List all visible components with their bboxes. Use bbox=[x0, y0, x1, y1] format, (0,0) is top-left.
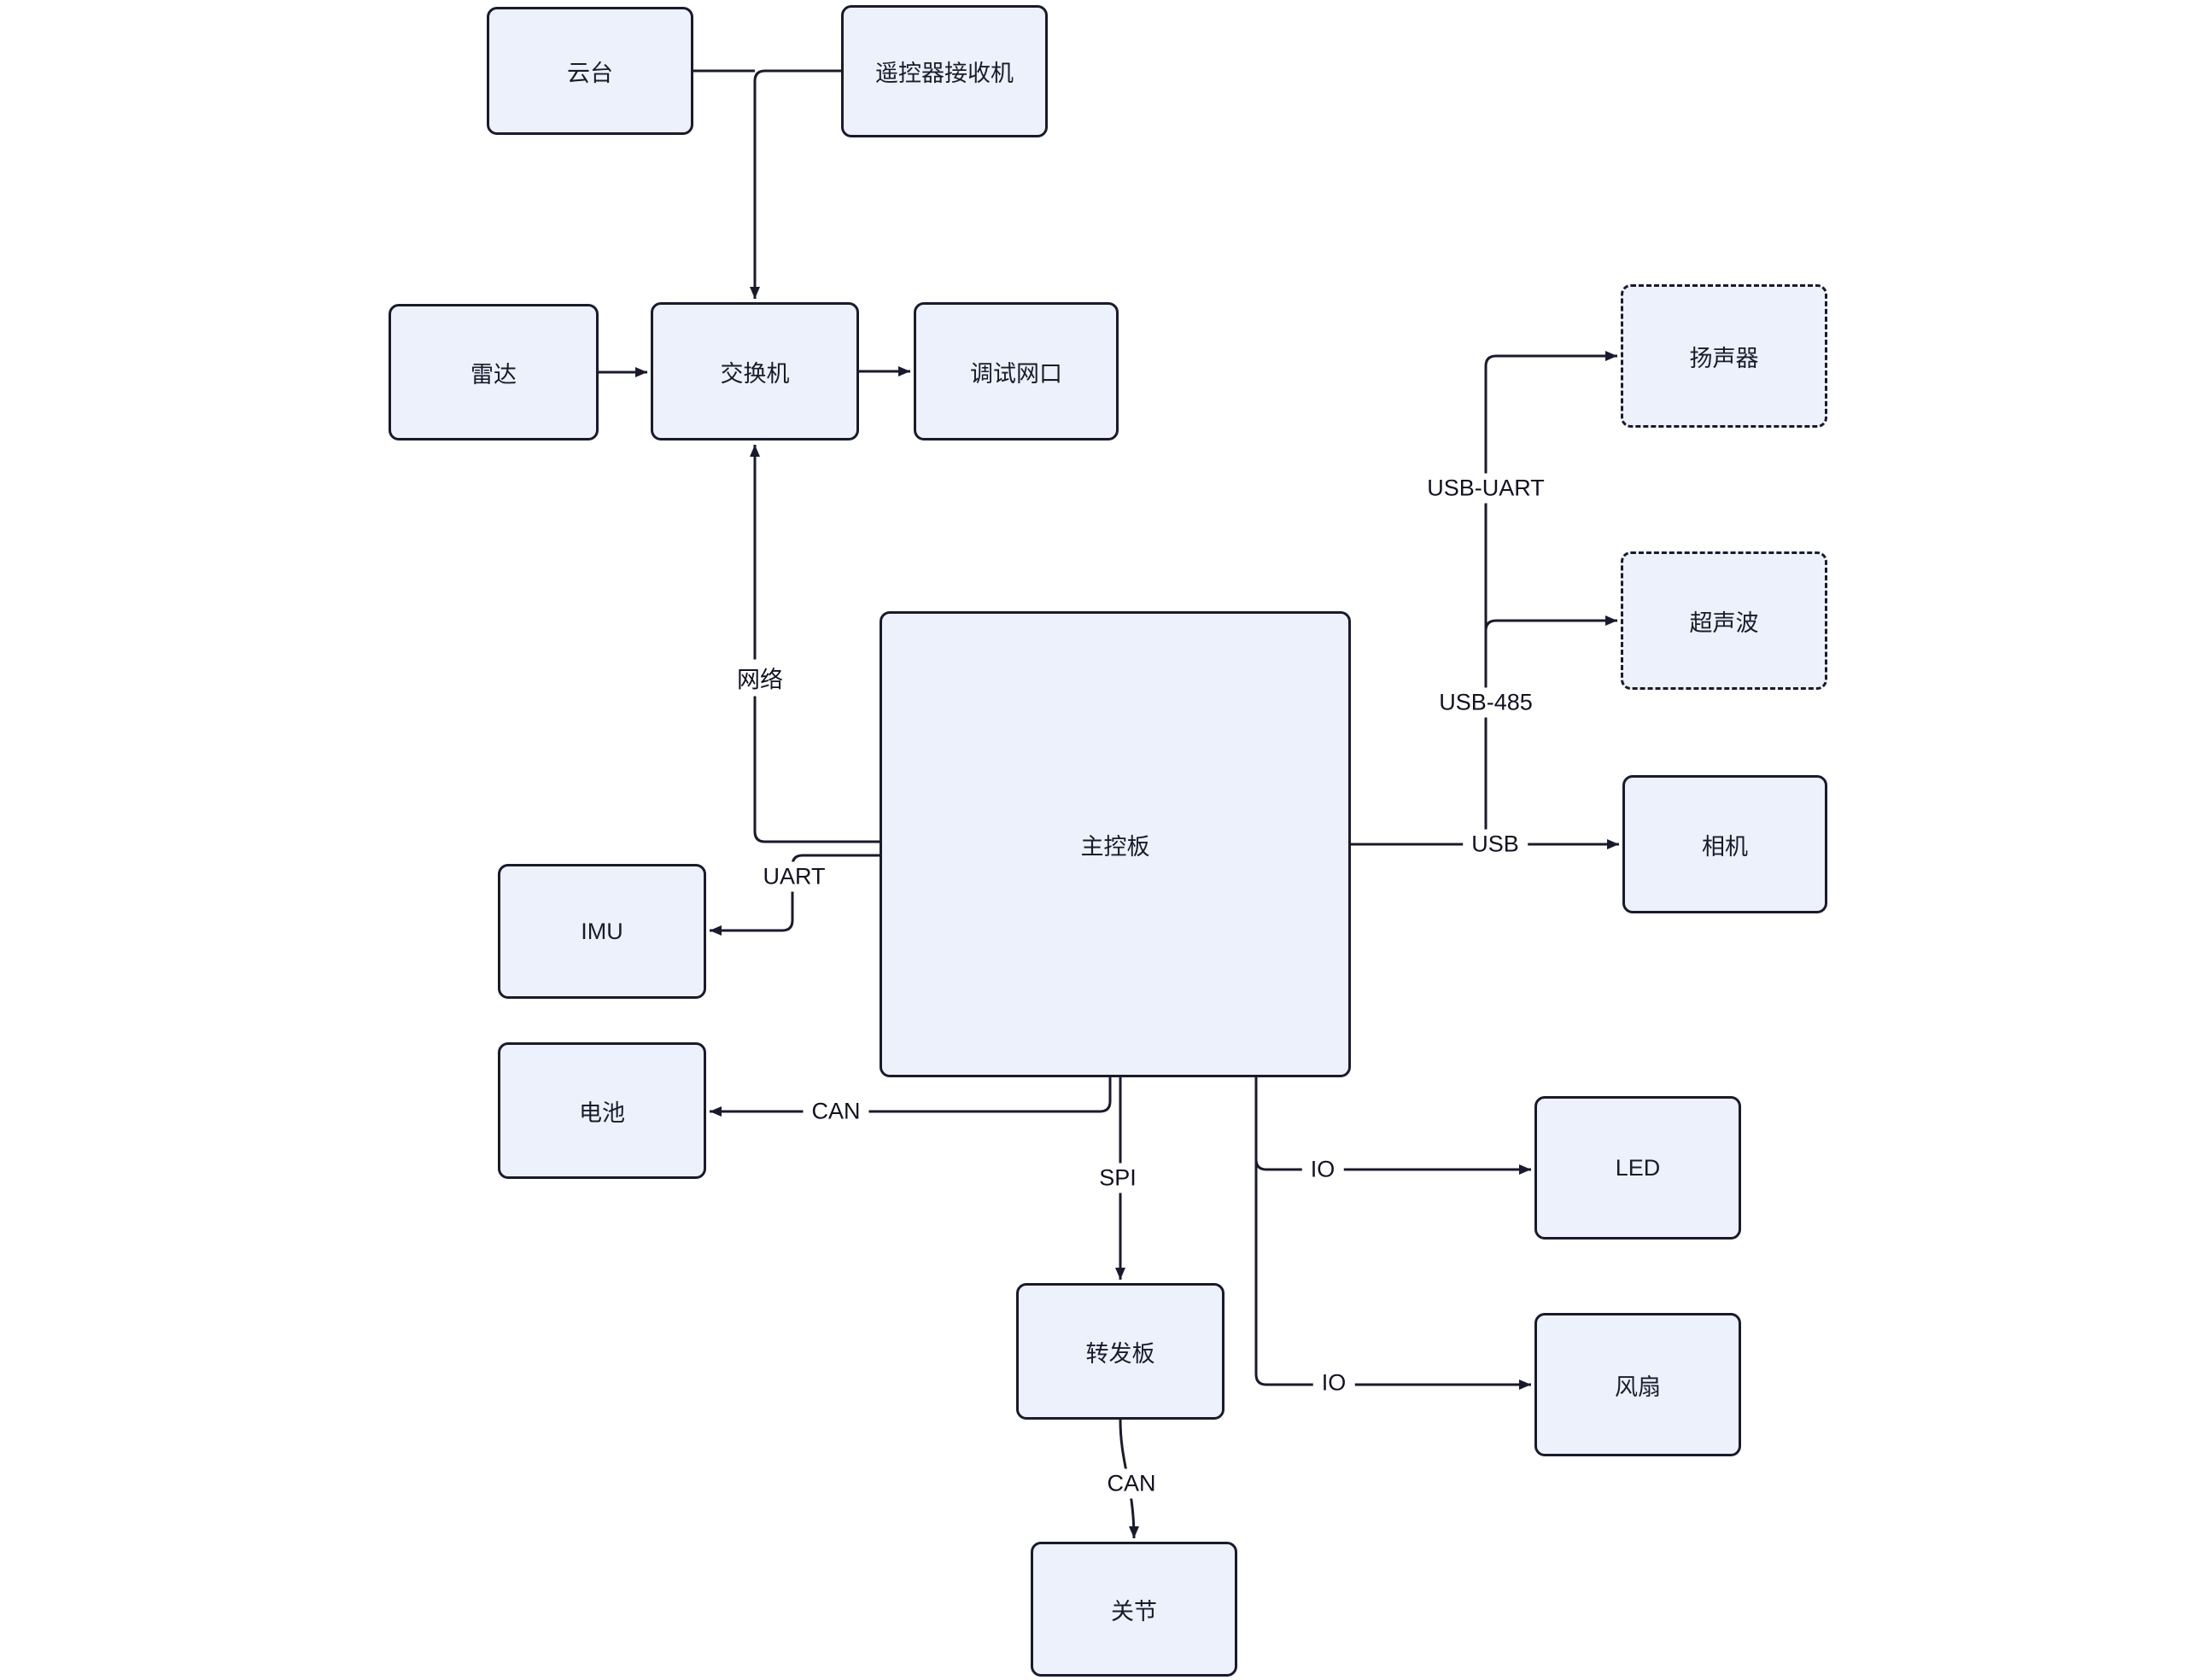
node-fan-label: 风扇 bbox=[1615, 1374, 1661, 1400]
edge-label-can-battery: CAN bbox=[803, 1096, 869, 1127]
node-switch: 交换机 bbox=[651, 302, 859, 440]
edge-main-board-led bbox=[1254, 1077, 1531, 1175]
node-ultrasonic-label: 超声波 bbox=[1689, 610, 1759, 636]
edge-label-usb-uart: USB-UART bbox=[1418, 473, 1553, 504]
node-fan: 风扇 bbox=[1534, 1313, 1741, 1456]
node-led: LED bbox=[1534, 1096, 1741, 1240]
edge-rc-receiver-switch bbox=[750, 69, 841, 299]
edge-main-board-fan bbox=[1254, 1077, 1531, 1390]
node-joint: 关节 bbox=[1031, 1542, 1237, 1677]
node-joint-label: 关节 bbox=[1111, 1598, 1157, 1625]
edge-label-io-fan: IO bbox=[1312, 1368, 1355, 1398]
edge-label-network: 网络 bbox=[728, 659, 792, 697]
node-gimbal-label: 云台 bbox=[567, 60, 613, 86]
edge-label-can-joint: CAN bbox=[1098, 1468, 1165, 1499]
node-gimbal: 云台 bbox=[487, 7, 693, 135]
node-radar-label: 雷达 bbox=[471, 361, 517, 388]
node-battery-label: 电池 bbox=[579, 1100, 625, 1126]
node-debug-port: 调试网口 bbox=[914, 302, 1119, 440]
node-speaker: 扬声器 bbox=[1621, 284, 1827, 428]
edge-main-board-battery bbox=[710, 1077, 1112, 1117]
edge-main-board-ultrasonic bbox=[1484, 615, 1617, 844]
node-battery: 电池 bbox=[498, 1042, 706, 1179]
node-main-board: 主控板 bbox=[880, 611, 1351, 1077]
edge-main-board-switch bbox=[750, 445, 880, 843]
edge-label-uart: UART bbox=[754, 861, 834, 892]
edge-label-io-led: IO bbox=[1301, 1154, 1344, 1185]
node-rc-receiver: 遥控器接收机 bbox=[841, 5, 1048, 137]
node-main-board-label: 主控板 bbox=[1080, 833, 1150, 860]
node-camera: 相机 bbox=[1622, 775, 1827, 913]
node-forward-board: 转发板 bbox=[1016, 1283, 1225, 1420]
node-imu: IMU bbox=[498, 864, 706, 999]
edge-label-usb: USB bbox=[1463, 829, 1528, 860]
node-radar: 雷达 bbox=[389, 304, 599, 440]
node-debug-port-label: 调试网口 bbox=[970, 360, 1062, 387]
edge-main-board-speaker bbox=[1484, 351, 1617, 844]
node-forward-board-label: 转发板 bbox=[1085, 1340, 1155, 1367]
node-imu-label: IMU bbox=[581, 918, 623, 944]
node-rc-receiver-label: 遥控器接收机 bbox=[875, 61, 1014, 86]
node-camera-label: 相机 bbox=[1702, 833, 1748, 860]
node-led-label: LED bbox=[1615, 1154, 1661, 1181]
edge-main-board-imu bbox=[710, 854, 880, 936]
edge-label-usb-485: USB-485 bbox=[1430, 687, 1541, 718]
node-switch-label: 交换机 bbox=[720, 360, 790, 387]
node-speaker-label: 扬声器 bbox=[1689, 345, 1759, 371]
edge-label-spi: SPI bbox=[1090, 1163, 1145, 1193]
node-ultrasonic: 超声波 bbox=[1621, 551, 1827, 690]
